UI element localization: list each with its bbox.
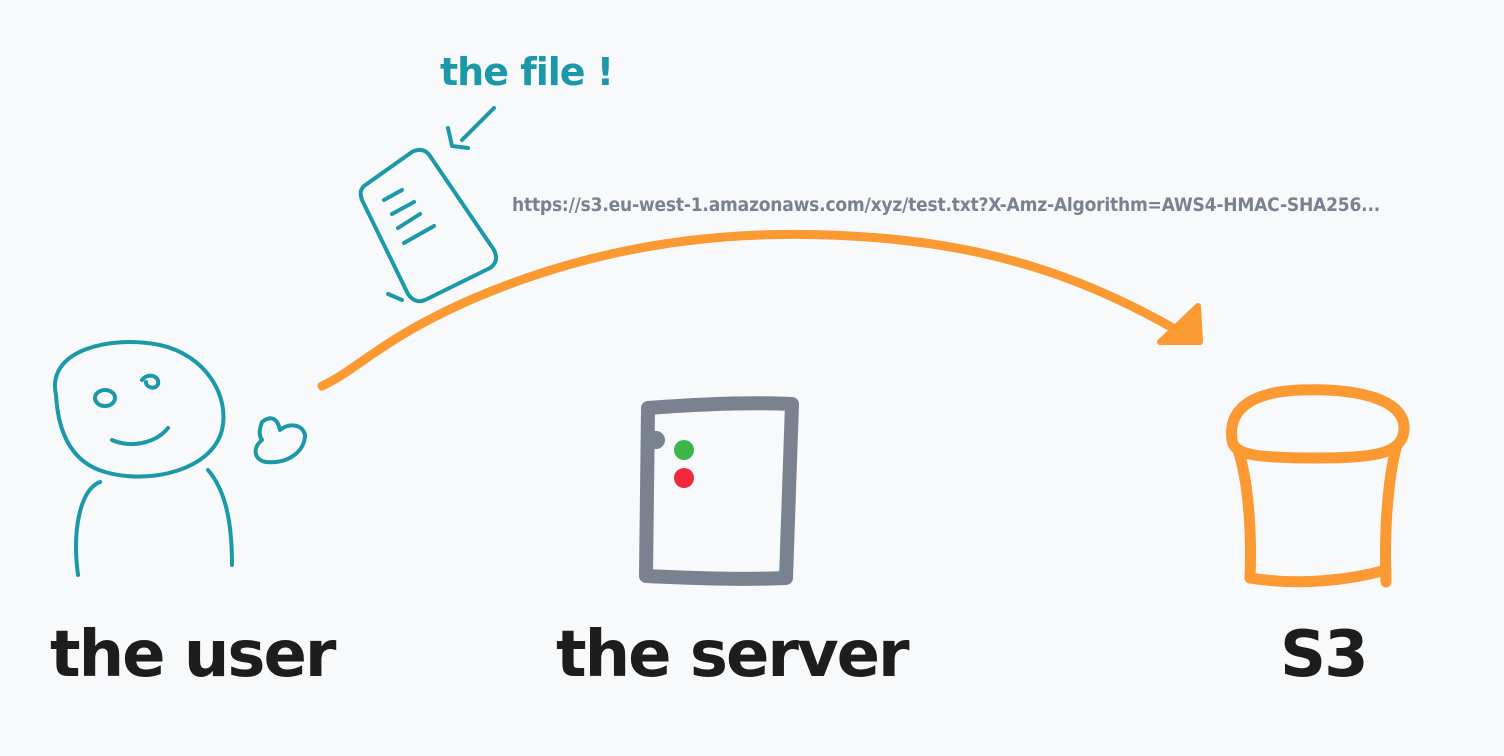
storage-label: S3 bbox=[1280, 618, 1369, 692]
user-label: the user bbox=[50, 618, 336, 692]
file-label: the file ! bbox=[440, 50, 614, 94]
document-icon bbox=[358, 106, 499, 304]
server-label: the server bbox=[556, 618, 910, 692]
presigned-url-label: https://s3.eu-west-1.amazonaws.com/xyz/t… bbox=[512, 194, 1381, 216]
user-figure-icon bbox=[52, 340, 307, 577]
server-icon bbox=[639, 396, 799, 586]
bucket-icon bbox=[1226, 384, 1410, 588]
upload-arrow-icon bbox=[317, 229, 1203, 391]
